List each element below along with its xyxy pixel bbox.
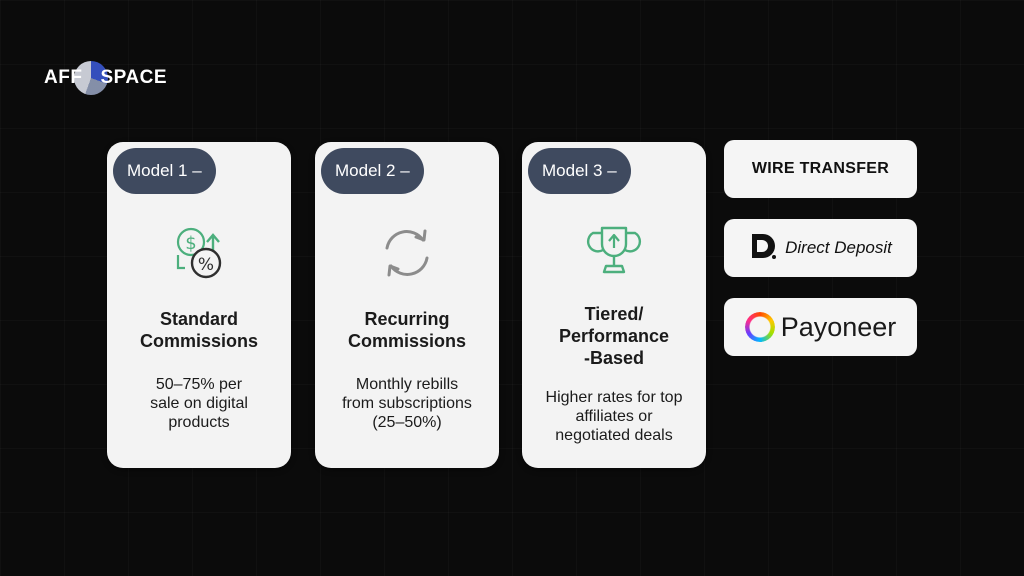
- wire-transfer-label: WIRE TRANSFER: [751, 160, 890, 177]
- brand-left: AFF: [44, 67, 83, 88]
- payoneer-option: Payoneer: [724, 298, 917, 356]
- model-card-2: Model 2 – Recurring Commissions Monthly …: [315, 142, 499, 468]
- desc-line: products: [168, 414, 230, 431]
- title-line: Performance: [558, 326, 670, 346]
- desc-line: 50–75% per: [155, 376, 243, 393]
- desc-line: Higher rates for top: [545, 389, 683, 406]
- model-description: 50–75% per sale on digital products: [117, 375, 281, 432]
- model-card-1: Model 1 – $ % Standard Commissions 50–75…: [107, 142, 291, 468]
- model-label: Model 1 –: [113, 148, 216, 194]
- title-line: Commissions: [347, 331, 467, 351]
- model-title: Recurring Commissions: [323, 308, 491, 352]
- model-title: Tiered/ Performance -Based: [530, 303, 698, 369]
- model-description: Monthly rebills from subscriptions (25–5…: [325, 375, 489, 432]
- desc-line: sale on digital: [150, 395, 248, 412]
- title-line: Recurring: [364, 309, 450, 329]
- desc-line: affiliates or: [575, 408, 653, 425]
- brand-logo: AFF SPACE: [44, 60, 167, 96]
- direct-deposit-logo-icon: [749, 232, 779, 265]
- recurring-arrows-icon: [315, 222, 499, 284]
- title-line: Tiered/: [584, 304, 644, 324]
- desc-line: (25–50%): [372, 414, 442, 431]
- direct-deposit-option: Direct Deposit: [724, 219, 917, 277]
- trophy-icon: [522, 222, 706, 284]
- model-label: Model 2 –: [321, 148, 424, 194]
- payoneer-ring-icon: [744, 312, 775, 342]
- title-line: Commissions: [139, 331, 259, 351]
- brand-right: SPACE: [100, 67, 167, 88]
- title-line: -Based: [583, 348, 645, 368]
- model-card-3: Model 3 – Tiered/ Performance -Based Hig…: [522, 142, 706, 468]
- payoneer-label: Payoneer: [780, 311, 897, 342]
- wire-transfer-option: WIRE TRANSFER: [724, 140, 917, 198]
- model-description: Higher rates for top affiliates or negot…: [532, 388, 696, 445]
- svg-text:$: $: [185, 233, 196, 254]
- model-title: Standard Commissions: [115, 308, 283, 352]
- title-line: Standard: [159, 309, 238, 329]
- direct-deposit-label: Direct Deposit: [785, 238, 892, 257]
- dollar-percent-icon: $ %: [107, 222, 291, 284]
- model-label: Model 3 –: [528, 148, 631, 194]
- desc-line: Monthly rebills: [355, 376, 459, 393]
- svg-text:%: %: [198, 255, 214, 275]
- brand-mark-icon: [74, 61, 109, 95]
- desc-line: negotiated deals: [555, 427, 673, 444]
- desc-line: from subscriptions: [342, 395, 472, 412]
